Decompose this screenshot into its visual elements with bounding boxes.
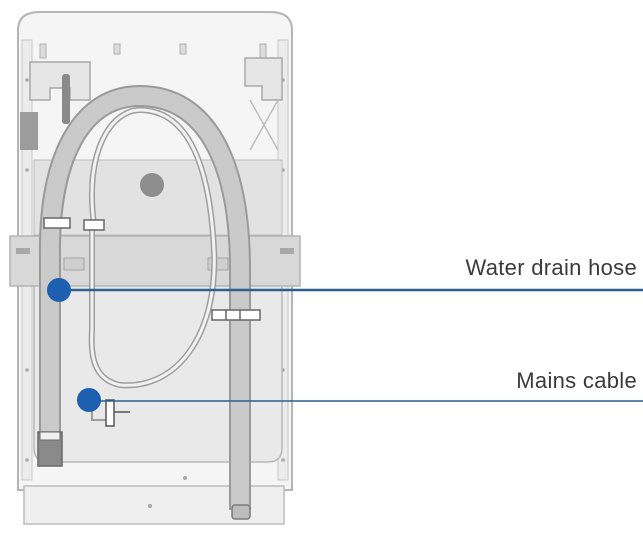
drain-hose (37, 84, 251, 520)
callout-dot-drain (47, 278, 71, 302)
top-fixtures (20, 43, 283, 151)
drain-hose-label: Water drain hose (465, 255, 637, 280)
callout-dot-mains (77, 388, 101, 412)
callout-drain-hose (47, 278, 643, 302)
hose-clips (43, 217, 261, 321)
mains-cable-label: Mains cable (516, 368, 637, 393)
callout-mains-cable (77, 388, 643, 412)
mains-cable (88, 106, 218, 427)
mains-plug (105, 399, 130, 427)
